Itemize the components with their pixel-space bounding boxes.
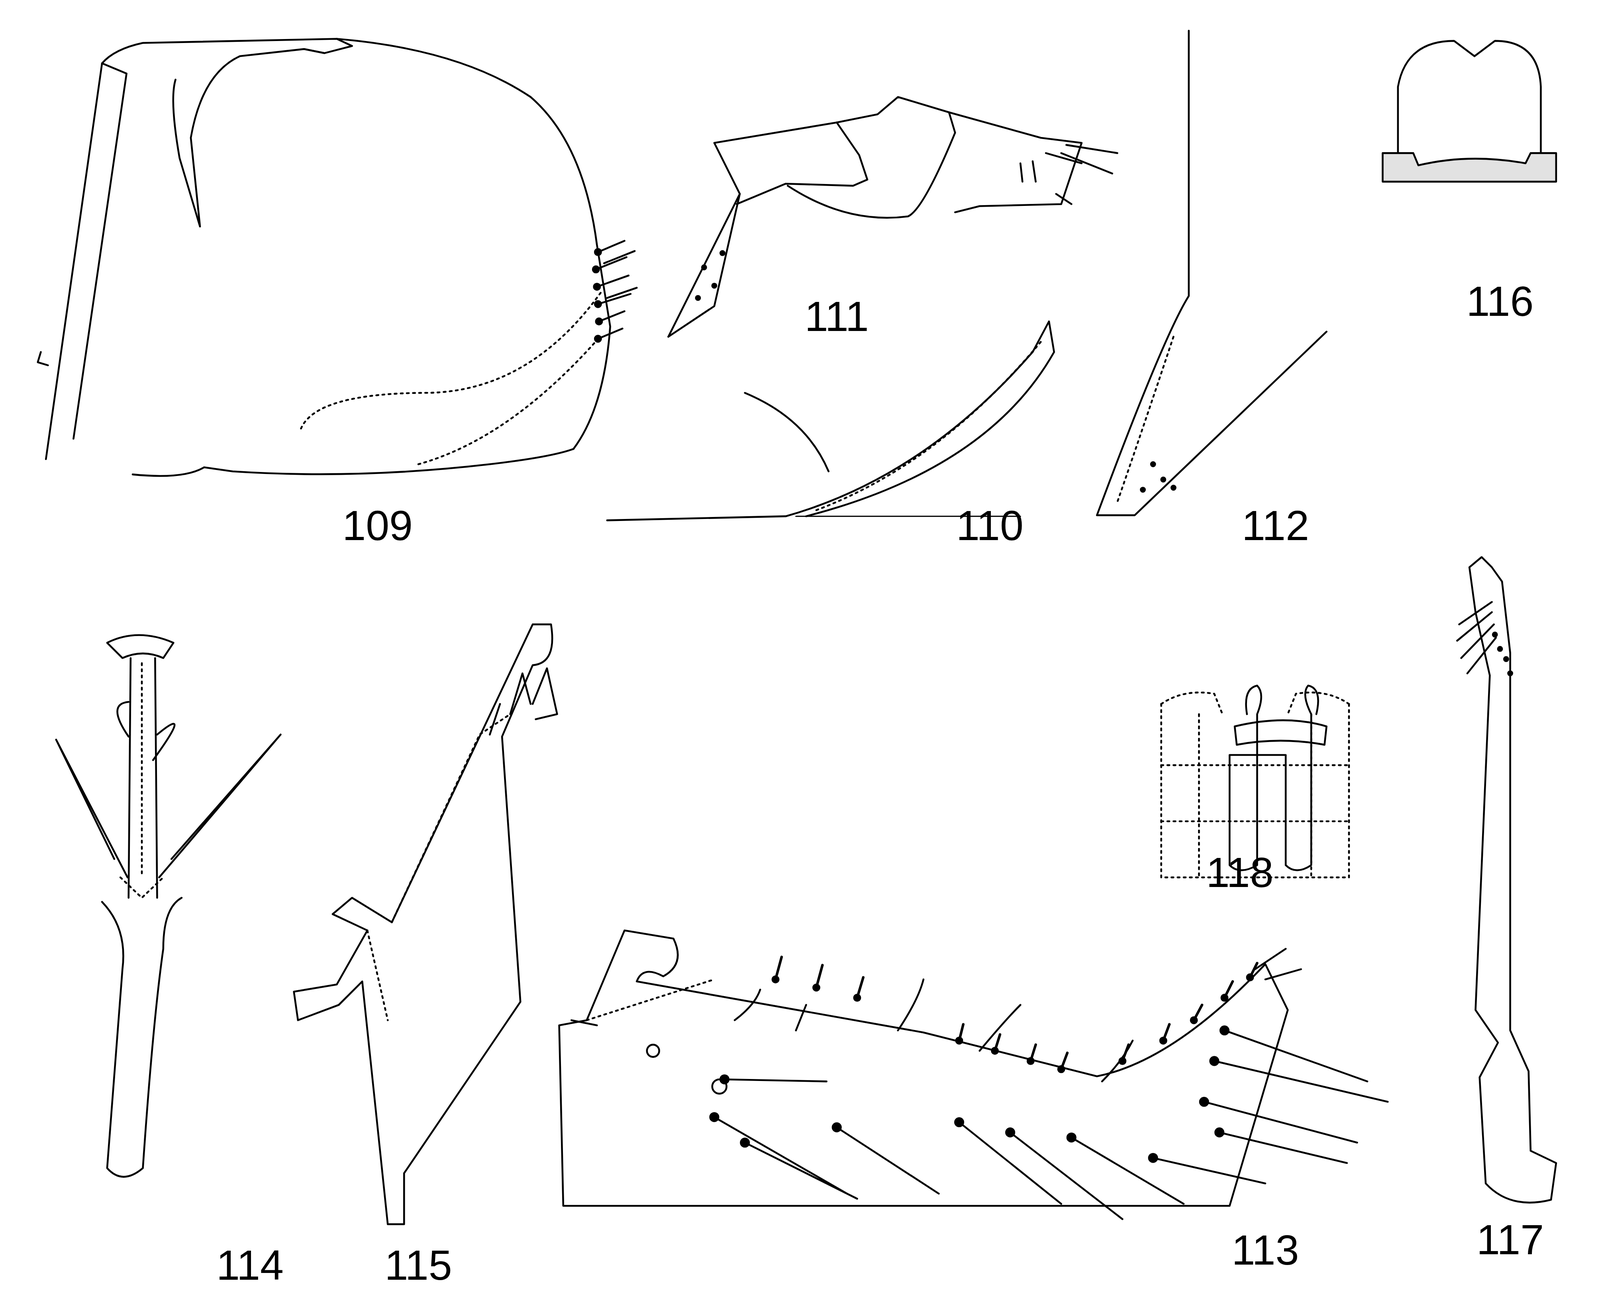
figure-number: 112 [1241, 504, 1310, 547]
fig-116-drawing [1382, 41, 1556, 182]
figure-number: 110 [956, 504, 1024, 547]
fig-111-drawing [668, 97, 1118, 338]
fig-112-drawing [1096, 30, 1327, 516]
fig-109-drawing [37, 39, 637, 477]
figure-number: 109 [342, 504, 413, 547]
figure-number: 117 [1476, 1218, 1544, 1261]
figure-number: 113 [1231, 1229, 1299, 1272]
figure-number: 111 [804, 295, 869, 338]
fig-113-drawing [559, 930, 1389, 1220]
fig-115-drawing [294, 624, 558, 1225]
figure-number: 118 [1205, 851, 1274, 894]
figure-number: 116 [1466, 280, 1534, 323]
fig-118-drawing [1161, 685, 1350, 878]
fig-114-drawing [56, 635, 281, 1178]
figure-number: 115 [384, 1244, 453, 1287]
fig-110-drawing [607, 321, 1055, 521]
fig-117-drawing [1456, 557, 1556, 1204]
figure-number: 114 [216, 1244, 284, 1287]
